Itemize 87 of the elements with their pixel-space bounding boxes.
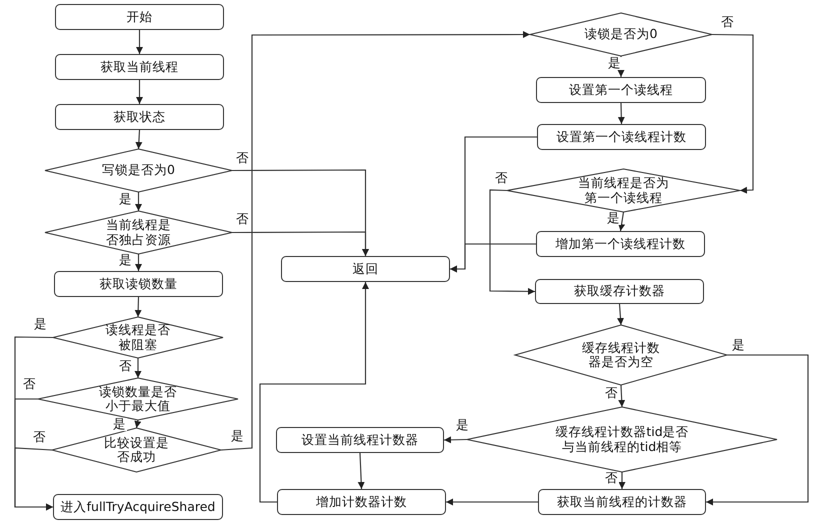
edge-label: 否 bbox=[235, 213, 250, 226]
process-label: 进入fullTryAcquireShared bbox=[60, 500, 216, 514]
decision-label: 缓存线程计数器是否为空 bbox=[581, 340, 661, 370]
process-label: 开始 bbox=[126, 10, 152, 24]
process-box bbox=[55, 4, 224, 30]
flow-arrow bbox=[618, 56, 624, 77]
flow-arrow bbox=[489, 189, 535, 295]
decision-diamond bbox=[45, 211, 232, 254]
decision-diamond bbox=[515, 325, 727, 385]
edge-label: 否 bbox=[720, 16, 735, 28]
process-label: 设置第一个读线程计数 bbox=[556, 130, 686, 144]
process-box bbox=[277, 489, 446, 515]
process-box bbox=[276, 427, 444, 453]
process-label: 获取状态 bbox=[114, 110, 166, 124]
process-box bbox=[536, 231, 705, 257]
process-box bbox=[55, 104, 224, 130]
process-box bbox=[54, 271, 223, 297]
flow-arrow bbox=[618, 212, 626, 232]
flow-arrow bbox=[134, 358, 142, 378]
decision-label: 写锁是否为0 bbox=[102, 163, 175, 178]
decision-label: 读线程是否被阻塞 bbox=[104, 323, 172, 352]
edge-label: 是 bbox=[731, 339, 746, 352]
decision-diamond bbox=[38, 378, 238, 420]
process-label: 设置第一个读线程 bbox=[569, 82, 673, 98]
edge-label: 是 bbox=[230, 430, 245, 442]
process-label: 设置当前线程计数器 bbox=[302, 432, 418, 448]
process-label: 获取缓存计数器 bbox=[574, 284, 665, 299]
edge-label: 是 bbox=[455, 419, 470, 432]
process-label: 增加计数器计数 bbox=[316, 494, 407, 510]
decision-label: 读锁是否为0 bbox=[584, 27, 658, 42]
flow-arrow bbox=[136, 30, 143, 54]
process-box bbox=[535, 279, 704, 304]
decision-diamond bbox=[53, 317, 223, 358]
flow-arrow bbox=[618, 102, 625, 124]
flow-arrow bbox=[618, 384, 626, 408]
flow-arrow bbox=[444, 436, 468, 444]
flow-arrow bbox=[232, 231, 369, 256]
decision-diamond bbox=[530, 13, 712, 56]
edge-label: 是 bbox=[607, 57, 622, 70]
process-label: 增加第一个读线程计数 bbox=[556, 236, 686, 252]
flow-arrow bbox=[134, 420, 142, 428]
flow-arrow bbox=[14, 447, 53, 510]
decision-diamond bbox=[467, 407, 777, 472]
decision-diamond bbox=[52, 428, 221, 472]
decision-diamond bbox=[45, 149, 232, 192]
decision-label: 当前线程是否为第一个读线程 bbox=[577, 176, 670, 205]
edge-label: 是 bbox=[118, 254, 133, 266]
flow-arrow bbox=[259, 282, 369, 503]
edge-label: 是 bbox=[606, 212, 621, 224]
process-box bbox=[55, 54, 224, 80]
decision-label: 读锁数量是否小于最大值 bbox=[98, 384, 178, 414]
process-box bbox=[537, 124, 706, 150]
edge-label: 否 bbox=[22, 378, 37, 390]
edge-label: 否 bbox=[604, 472, 619, 484]
flow-arrow bbox=[135, 254, 142, 271]
decision-label: 当前线程是否独占资源 bbox=[105, 218, 172, 247]
flow-arrow bbox=[220, 31, 530, 451]
edge-label: 是 bbox=[118, 193, 133, 206]
edge-label: 否 bbox=[494, 172, 509, 184]
decision-label: 比较设置是否成功 bbox=[103, 436, 170, 464]
flow-arrow bbox=[136, 80, 143, 104]
flow-arrow bbox=[618, 472, 626, 489]
flow-arrow bbox=[135, 130, 142, 150]
process-label: 返回 bbox=[352, 262, 378, 276]
edge-label: 是 bbox=[33, 318, 48, 330]
process-box bbox=[53, 494, 223, 520]
decision-diamond bbox=[507, 169, 740, 212]
process-box bbox=[281, 256, 450, 282]
flow-arrow bbox=[450, 243, 536, 272]
process-box bbox=[536, 77, 706, 103]
flow-arrow bbox=[134, 296, 142, 318]
flow-arrow bbox=[712, 34, 754, 194]
process-label: 获取当前线程的计数器 bbox=[557, 494, 687, 510]
flow-arrow bbox=[135, 192, 142, 211]
process-label: 获取读锁数量 bbox=[100, 276, 178, 292]
edge-label: 是 bbox=[112, 418, 127, 430]
flow-arrow bbox=[617, 304, 624, 326]
decision-label: 缓存线程计数器tid是否与当前线程的tid相等 bbox=[554, 425, 690, 454]
flow-arrow bbox=[446, 498, 538, 506]
flow-arrow bbox=[706, 354, 809, 506]
process-label: 获取当前线程 bbox=[100, 60, 178, 74]
flow-arrow bbox=[358, 452, 365, 490]
edge-label: 否 bbox=[235, 152, 250, 164]
edge-label: 否 bbox=[604, 387, 619, 400]
process-box bbox=[538, 489, 706, 515]
edge-label: 否 bbox=[32, 431, 47, 444]
edge-label: 否 bbox=[118, 360, 133, 372]
